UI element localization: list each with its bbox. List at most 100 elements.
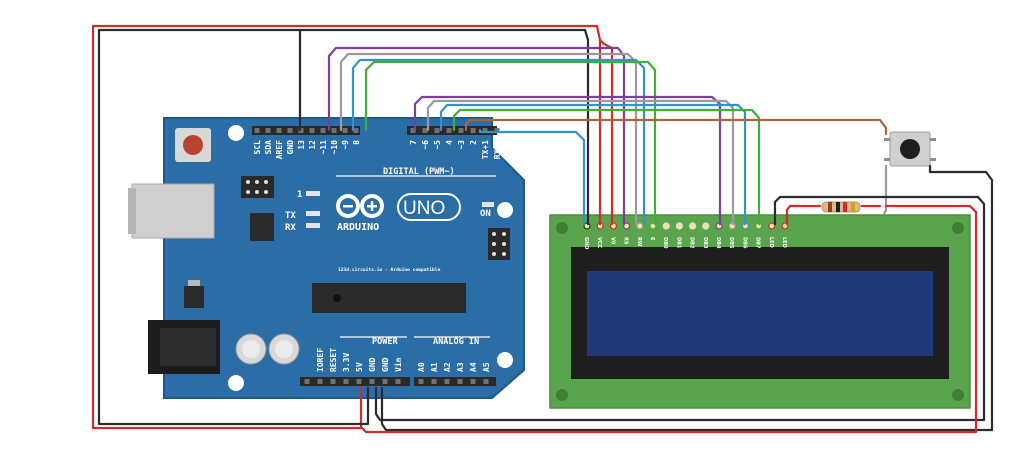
lcd-mount-hole — [556, 222, 568, 234]
header-pin-label: TX+1 — [481, 140, 490, 159]
lcd-pin — [675, 222, 684, 230]
lcd-pin-label: GND — [583, 237, 589, 249]
analog-pin-label: A1 — [430, 362, 439, 372]
analog-pin-label: A2 — [443, 362, 452, 372]
analog-pin-label: A4 — [469, 362, 478, 372]
header-pin — [382, 379, 388, 384]
analog-pin-label: A3 — [456, 362, 465, 372]
arduino-uno-board: 1 TX RX ON ARDUINO UNO 123d.circuits.io … — [128, 117, 525, 399]
wire-pin6-to-db4 — [413, 95, 722, 226]
header-pin — [356, 379, 362, 384]
lcd-pin-label: DB4 — [715, 237, 721, 249]
led-tx — [306, 211, 320, 216]
wire-lcd-v0 — [598, 38, 614, 226]
pushbutton-icon[interactable] — [884, 131, 936, 167]
lcd-pin-label: DB7 — [755, 237, 761, 249]
power-pin-label: GND — [381, 357, 390, 372]
header-pin-label: ~3 — [457, 140, 466, 150]
header-pin — [320, 128, 326, 133]
arduino-logo-icon — [336, 194, 384, 218]
header-pin-label: ~6 — [421, 140, 430, 150]
wire-pin4-to-db6 — [439, 103, 747, 226]
header-pin-label: GND — [286, 140, 295, 155]
analog-label: ANALOG IN — [433, 337, 479, 347]
lcd-pin — [702, 222, 710, 230]
power-jack-inner — [160, 328, 216, 366]
lcd-pin-label: LED — [781, 237, 787, 248]
header-pin — [470, 379, 476, 384]
top-header-right — [407, 126, 497, 135]
header-pin — [444, 379, 450, 384]
header-pin — [265, 128, 271, 133]
regulator-tab — [188, 280, 200, 286]
wire-pin9-to-e — [364, 60, 657, 226]
header-pin — [410, 128, 416, 133]
power-pin-label: Vin — [393, 357, 403, 372]
rx-label: RX — [285, 223, 296, 233]
analog-header — [414, 377, 496, 386]
wire-pin5-to-db5 — [426, 99, 735, 226]
power-header — [300, 377, 410, 386]
wires — [91, 24, 994, 434]
wire-led-gnd — [374, 195, 986, 422]
lcd-mount-hole — [556, 389, 568, 401]
lcd-pin — [768, 222, 776, 230]
header-pin — [331, 128, 337, 133]
led-l — [306, 191, 320, 196]
wire-resistor-to-led — [785, 204, 822, 226]
lcd-mount-hole — [952, 222, 964, 234]
lcd-pin — [636, 222, 644, 230]
mounting-hole — [228, 125, 244, 141]
header-pin-label: SDA — [264, 140, 273, 155]
wire-gnd-top — [298, 28, 590, 226]
header-pin — [446, 128, 452, 133]
mounting-hole — [497, 202, 513, 218]
wire-button-gnd — [380, 164, 994, 432]
icsp-header-right — [488, 228, 510, 260]
lcd-pin — [688, 222, 697, 230]
header-pin-label: ~9 — [341, 140, 350, 150]
lcd-pin-label: VCC — [596, 237, 602, 249]
lcd-pin-label: DB0 — [662, 237, 668, 249]
usb-connector — [131, 183, 215, 239]
led-rx — [306, 223, 320, 228]
lcd-pin — [662, 222, 670, 230]
header-pin-label: 2 — [469, 140, 478, 145]
header-pin-label: 4 — [445, 140, 454, 145]
header-pin-label: SCL — [253, 140, 262, 155]
wire-pin10-to-e — [351, 58, 646, 226]
model-label: UNO — [403, 198, 445, 219]
header-pin — [458, 128, 464, 133]
wire-blue-to-lcd — [478, 128, 586, 226]
power-pin-label: 5V — [355, 362, 364, 372]
analog-pin-label: A0 — [417, 362, 426, 372]
header-pin — [422, 128, 428, 133]
header-pin-label: 13 — [297, 140, 306, 150]
lcd-mount-hole — [952, 389, 964, 401]
bottom-header-pins — [304, 379, 489, 384]
header-pin — [342, 128, 348, 133]
top-header-left — [252, 126, 360, 135]
header-pin — [457, 379, 463, 384]
header-pin — [287, 128, 293, 133]
mounting-hole — [228, 375, 244, 391]
lcd-pin-label: RS — [623, 237, 629, 245]
wire-pin3-to-db7 — [452, 108, 761, 226]
power-pin-label: RESET — [329, 348, 338, 372]
header-pin — [482, 128, 488, 133]
header-pin-label: RX+0 — [493, 140, 502, 159]
wire-pin12-to-rs — [327, 46, 626, 226]
brand-label: ARDUINO — [337, 222, 379, 233]
wire-pin2-to-button — [464, 118, 888, 136]
wire-gnd-to-lcd-gnd — [97, 28, 370, 426]
usb-chip — [250, 213, 274, 241]
header-pin-label: ~10 — [330, 140, 339, 155]
capacitor-top — [242, 340, 260, 358]
lcd-pin-label: DB3 — [702, 237, 708, 249]
header-pin — [431, 379, 437, 384]
header-pin — [304, 379, 310, 384]
wire-pin11-to-rw — [339, 52, 638, 226]
header-pin — [470, 128, 476, 133]
header-pin — [494, 128, 500, 133]
